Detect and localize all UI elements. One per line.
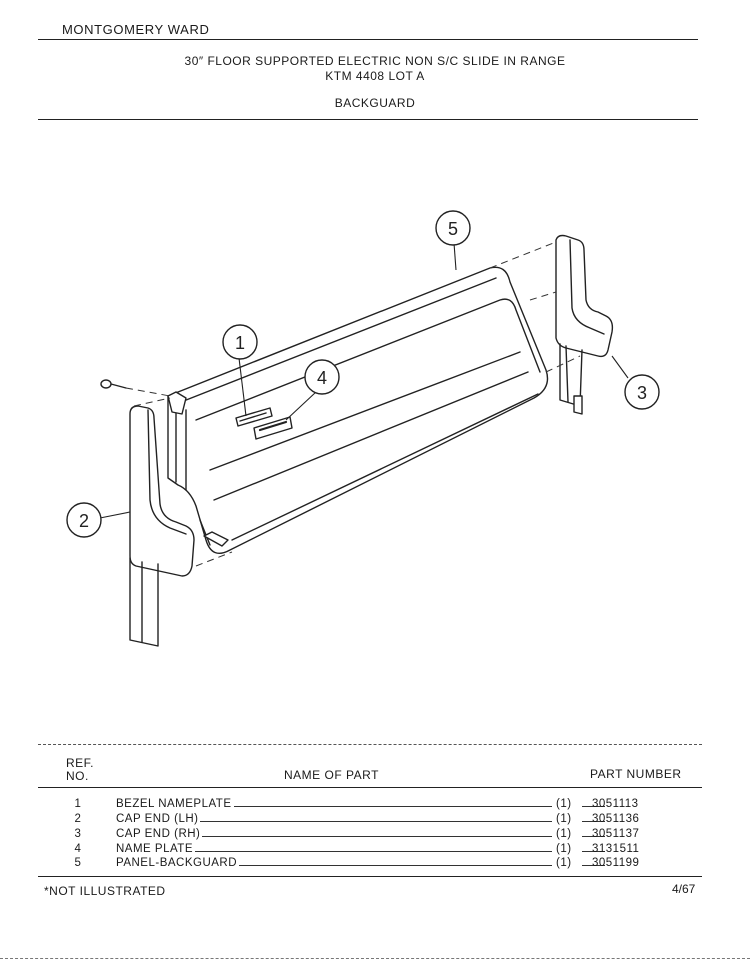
callout-4: 4: [304, 359, 340, 395]
part-quantity: (1): [552, 857, 582, 869]
part-name: CAP END (RH): [116, 828, 203, 840]
table-header-rule: [38, 787, 702, 788]
callout-2: 2: [66, 502, 102, 538]
leader-line: [120, 836, 605, 837]
part-name: PANEL-BACKGUARD: [116, 857, 240, 869]
callout-5-label: 5: [448, 219, 458, 239]
bezel-nameplate-drawing: [235, 407, 273, 427]
part-quantity: (1): [552, 798, 582, 810]
callout-1: 1: [222, 324, 258, 360]
part-quantity: (1): [552, 843, 582, 855]
brand-name: MONTGOMERY WARD: [62, 22, 210, 37]
column-header-name: NAME OF PART: [284, 768, 379, 782]
callout-1-label: 1: [235, 333, 245, 353]
column-header-ref: REF.: [66, 756, 95, 770]
ref-number: 2: [74, 813, 82, 825]
section-title: BACKGUARD: [334, 96, 416, 110]
part-number: 3051136: [592, 813, 640, 825]
ref-number: 5: [74, 857, 82, 869]
revision-date: 4/67: [672, 882, 696, 896]
leader-line: [120, 821, 605, 822]
part-quantity: (1): [552, 813, 582, 825]
part-name: BEZEL NAMEPLATE: [116, 798, 234, 810]
table-row: 5 PANEL-BACKGUARD (1) 3051199: [60, 857, 700, 873]
table-bottom-rule: [38, 876, 702, 877]
ref-number: 1: [74, 798, 82, 810]
title-rule: [38, 119, 698, 120]
part-name: NAME PLATE: [116, 843, 195, 855]
leader-line: [120, 865, 605, 866]
model-number: KTM 4408 LOT A: [325, 69, 425, 83]
part-number: 3131511: [592, 843, 640, 855]
ref-number: 3: [74, 828, 82, 840]
name-plate-drawing: [253, 416, 293, 440]
part-quantity: (1): [552, 828, 582, 840]
callout-3: 3: [624, 374, 660, 410]
table-row: 3 CAP END (RH) (1) 3051137: [60, 828, 700, 844]
table-row: 2 CAP END (LH) (1) 3051136: [60, 813, 700, 829]
screw-drawing: [100, 379, 127, 389]
callout-3-label: 3: [637, 383, 647, 403]
leader-line: [120, 806, 605, 807]
part-number: 3051113: [592, 798, 639, 810]
table-top-rule: [38, 744, 702, 745]
part-number: 3051199: [592, 857, 640, 869]
callout-2-label: 2: [79, 511, 89, 531]
table-row: 1 BEZEL NAMEPLATE (1) 3051113: [60, 798, 700, 814]
backguard-exploded-diagram: 1 4 5 2 3: [66, 210, 660, 647]
table-row: 4 NAME PLATE (1) 3131511: [60, 843, 700, 859]
panel-backguard-drawing: [167, 266, 549, 554]
leader-line: [120, 851, 605, 852]
page-bottom-rule: [0, 958, 750, 959]
part-number: 3051137: [592, 828, 640, 840]
callout-5: 5: [435, 210, 471, 246]
column-header-part-number: PART NUMBER: [590, 767, 682, 781]
header-rule: [38, 39, 698, 40]
document-title: 30″ FLOOR SUPPORTED ELECTRIC NON S/C SLI…: [184, 54, 566, 68]
callout-4-label: 4: [317, 368, 327, 388]
footnote: *NOT ILLUSTRATED: [44, 884, 166, 898]
part-name: CAP END (LH): [116, 813, 201, 825]
ref-number: 4: [74, 843, 82, 855]
column-header-no: NO.: [66, 769, 89, 783]
cap-end-rh-drawing: [555, 234, 614, 415]
cap-end-lh-drawing: [129, 405, 195, 647]
